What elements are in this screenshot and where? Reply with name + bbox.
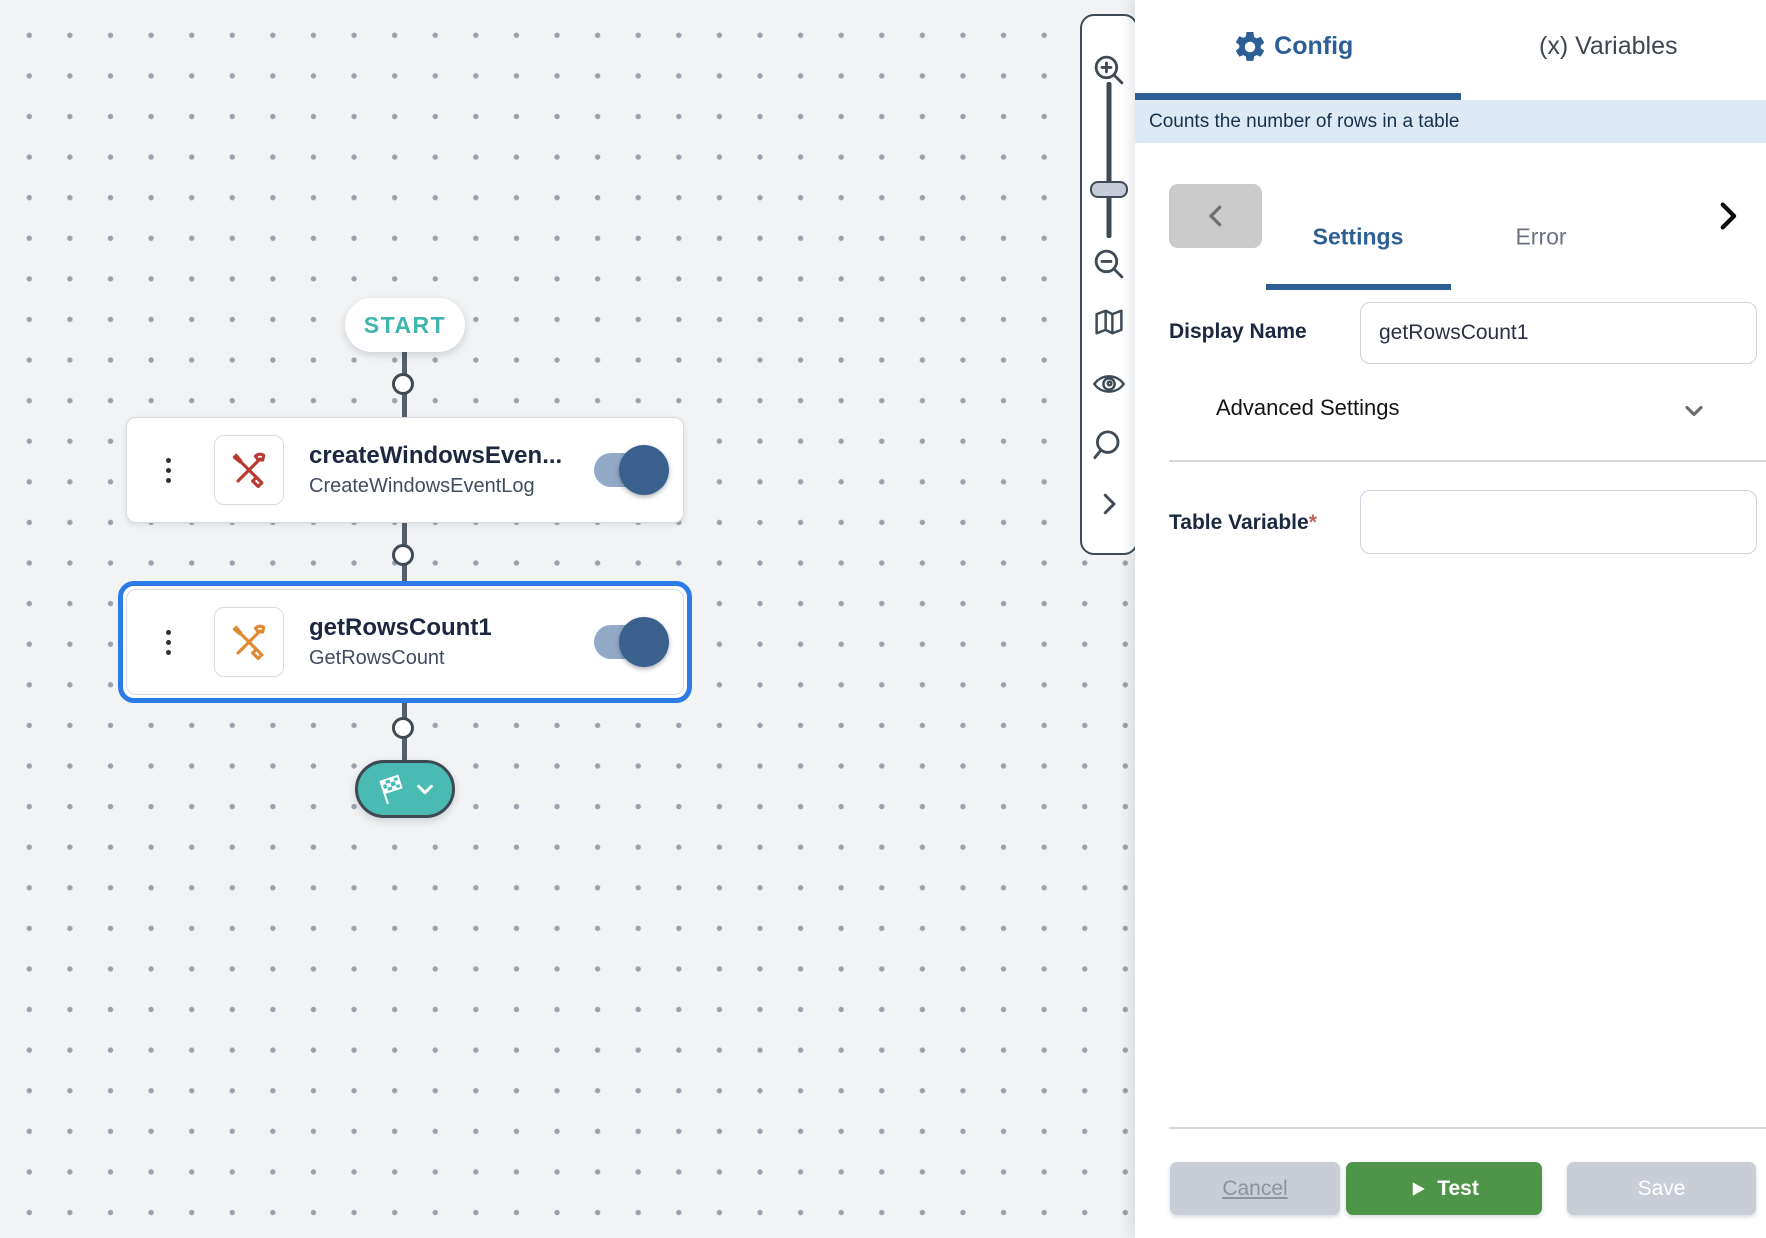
node-icon-box bbox=[214, 607, 284, 677]
advanced-settings-toggle[interactable]: Advanced Settings bbox=[1216, 395, 1736, 431]
tab-config[interactable]: Config bbox=[1135, 0, 1451, 93]
search-icon[interactable] bbox=[1091, 428, 1127, 464]
node-card[interactable]: getRowsCount1 GetRowsCount bbox=[126, 589, 684, 695]
subtab-scroll-right-chevron-icon[interactable] bbox=[1707, 196, 1747, 236]
minimap-icon[interactable] bbox=[1091, 304, 1127, 340]
crossed-tools-icon bbox=[232, 624, 266, 661]
display-name-label: Display Name bbox=[1169, 320, 1307, 343]
chevron-down-icon bbox=[1680, 397, 1708, 430]
action-description-text: Counts the number of rows in a table bbox=[1149, 110, 1460, 132]
back-button[interactable] bbox=[1169, 184, 1262, 248]
tab-config-label: Config bbox=[1274, 32, 1354, 60]
table-variable-input[interactable] bbox=[1360, 490, 1757, 554]
connector-add-point[interactable] bbox=[392, 373, 414, 395]
canvas-zoom-toolbar bbox=[1080, 14, 1138, 555]
tab-error[interactable]: Error bbox=[1515, 223, 1567, 250]
tab-settings[interactable]: Settings bbox=[1312, 223, 1404, 250]
node-title: getRowsCount1 bbox=[309, 614, 492, 641]
zoom-slider-handle[interactable] bbox=[1090, 181, 1128, 198]
node-subtitle: GetRowsCount bbox=[309, 647, 445, 669]
test-button[interactable]: Test bbox=[1346, 1162, 1542, 1215]
node-kebab-menu-icon[interactable] bbox=[165, 457, 171, 483]
display-name-input[interactable] bbox=[1360, 302, 1757, 364]
play-icon bbox=[1412, 1181, 1425, 1196]
collapse-panel-chevron-icon[interactable] bbox=[1094, 489, 1124, 519]
start-node[interactable]: START bbox=[345, 298, 465, 352]
node-kebab-menu-icon[interactable] bbox=[165, 629, 171, 655]
node-getrowscount-selected[interactable]: getRowsCount1 GetRowsCount bbox=[118, 581, 692, 703]
footer-divider bbox=[1169, 1127, 1766, 1129]
settings-tab-indicator bbox=[1266, 284, 1451, 290]
start-node-label: START bbox=[363, 311, 447, 338]
panel-tab-bar: Config (x) Variables bbox=[1135, 0, 1766, 93]
save-button[interactable]: Save bbox=[1567, 1162, 1756, 1215]
node-subtitle: CreateWindowsEventLog bbox=[309, 475, 535, 497]
section-divider bbox=[1169, 460, 1766, 462]
zoom-out-icon[interactable] bbox=[1091, 246, 1127, 282]
node-enabled-toggle[interactable] bbox=[594, 616, 669, 668]
config-panel: Config (x) Variables Counts the number o… bbox=[1135, 0, 1766, 1238]
connector-add-point[interactable] bbox=[392, 717, 414, 739]
gear-icon bbox=[1236, 31, 1265, 61]
node-icon-box bbox=[214, 435, 284, 505]
zoom-in-icon[interactable] bbox=[1091, 52, 1127, 88]
tab-variables-label: (x) Variables bbox=[1539, 32, 1678, 60]
connector-add-point[interactable] bbox=[392, 544, 414, 566]
advanced-settings-label: Advanced Settings bbox=[1216, 395, 1400, 420]
table-variable-label: Table Variable* bbox=[1169, 511, 1317, 534]
crossed-tools-icon bbox=[232, 452, 266, 489]
active-tab-indicator bbox=[1135, 93, 1461, 100]
checkered-flag-icon bbox=[379, 774, 403, 805]
required-marker: * bbox=[1308, 511, 1317, 534]
node-title: createWindowsEven... bbox=[309, 442, 563, 469]
node-enabled-toggle[interactable] bbox=[594, 444, 669, 496]
zoom-slider-track[interactable] bbox=[1106, 82, 1112, 238]
action-description-banner: Counts the number of rows in a table bbox=[1135, 100, 1766, 143]
tab-variables[interactable]: (x) Variables bbox=[1451, 0, 1766, 93]
node-createwindowseventlog[interactable]: createWindowsEven... CreateWindowsEventL… bbox=[126, 417, 684, 523]
cancel-button[interactable]: Cancel bbox=[1170, 1162, 1340, 1215]
chevron-left-icon bbox=[1208, 205, 1221, 227]
watch-eye-icon[interactable] bbox=[1091, 366, 1127, 402]
test-button-label: Test bbox=[1437, 1176, 1479, 1200]
chevron-down-icon[interactable] bbox=[414, 778, 436, 800]
end-node[interactable] bbox=[355, 760, 455, 818]
